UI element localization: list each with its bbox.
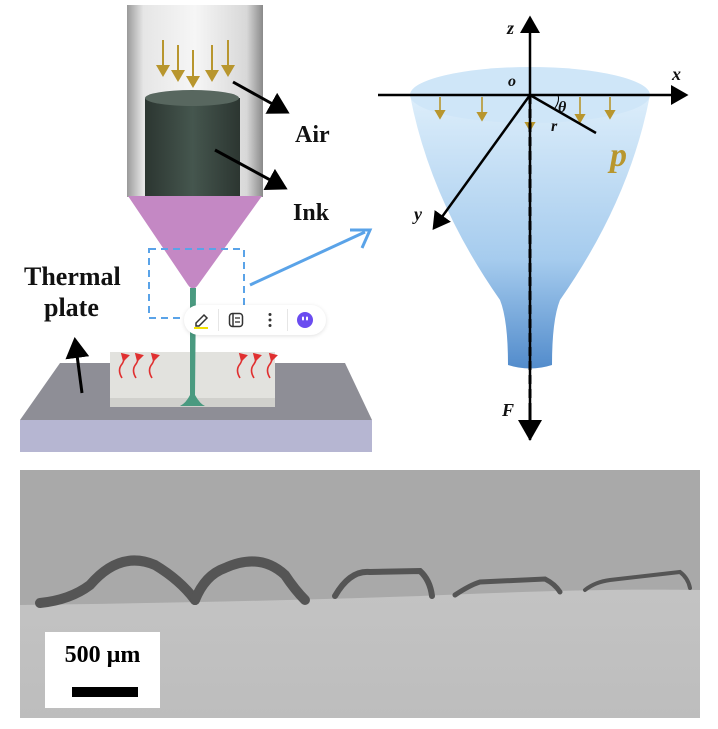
label-plate: plate xyxy=(44,293,99,322)
nozzle-cone xyxy=(128,196,262,289)
radius-label: r xyxy=(551,118,558,135)
scale-bar-box: 500 µm xyxy=(45,632,160,708)
notes-icon xyxy=(228,312,244,328)
label-thermal: Thermal xyxy=(24,262,121,291)
notes-button[interactable] xyxy=(219,305,253,335)
origin-label: o xyxy=(508,73,516,90)
toolbar-divider xyxy=(287,309,288,331)
theta-label: θ xyxy=(558,99,567,116)
pressure-label: p xyxy=(607,137,627,174)
axis-y-label: y xyxy=(412,204,423,224)
funnel-force-model: z x o θ r p y F xyxy=(378,15,689,441)
label-ink: Ink xyxy=(293,200,330,226)
assistant-icon xyxy=(297,312,313,328)
more-options-button[interactable] xyxy=(253,305,287,335)
force-label: F xyxy=(501,400,514,420)
scale-bar xyxy=(72,687,138,697)
ink-column xyxy=(145,98,240,198)
toolbar-divider xyxy=(218,309,219,331)
axis-x-label: x xyxy=(671,64,681,84)
scale-bar-label: 500 µm xyxy=(64,642,141,668)
more-icon xyxy=(268,313,272,327)
air-pressure-arrows xyxy=(156,40,235,88)
assistant-button[interactable] xyxy=(288,305,322,335)
floating-toolbar xyxy=(184,305,326,335)
heat-arrows xyxy=(118,352,278,379)
label-air: Air xyxy=(295,122,330,148)
axis-z-label: z xyxy=(506,18,514,38)
zoom-region-box xyxy=(148,248,245,319)
highlighter-icon xyxy=(194,313,209,329)
highlight-button[interactable] xyxy=(184,305,218,335)
printing-setup-illustration: Air Ink Thermal plate xyxy=(20,5,373,452)
ink-jet xyxy=(180,288,205,406)
